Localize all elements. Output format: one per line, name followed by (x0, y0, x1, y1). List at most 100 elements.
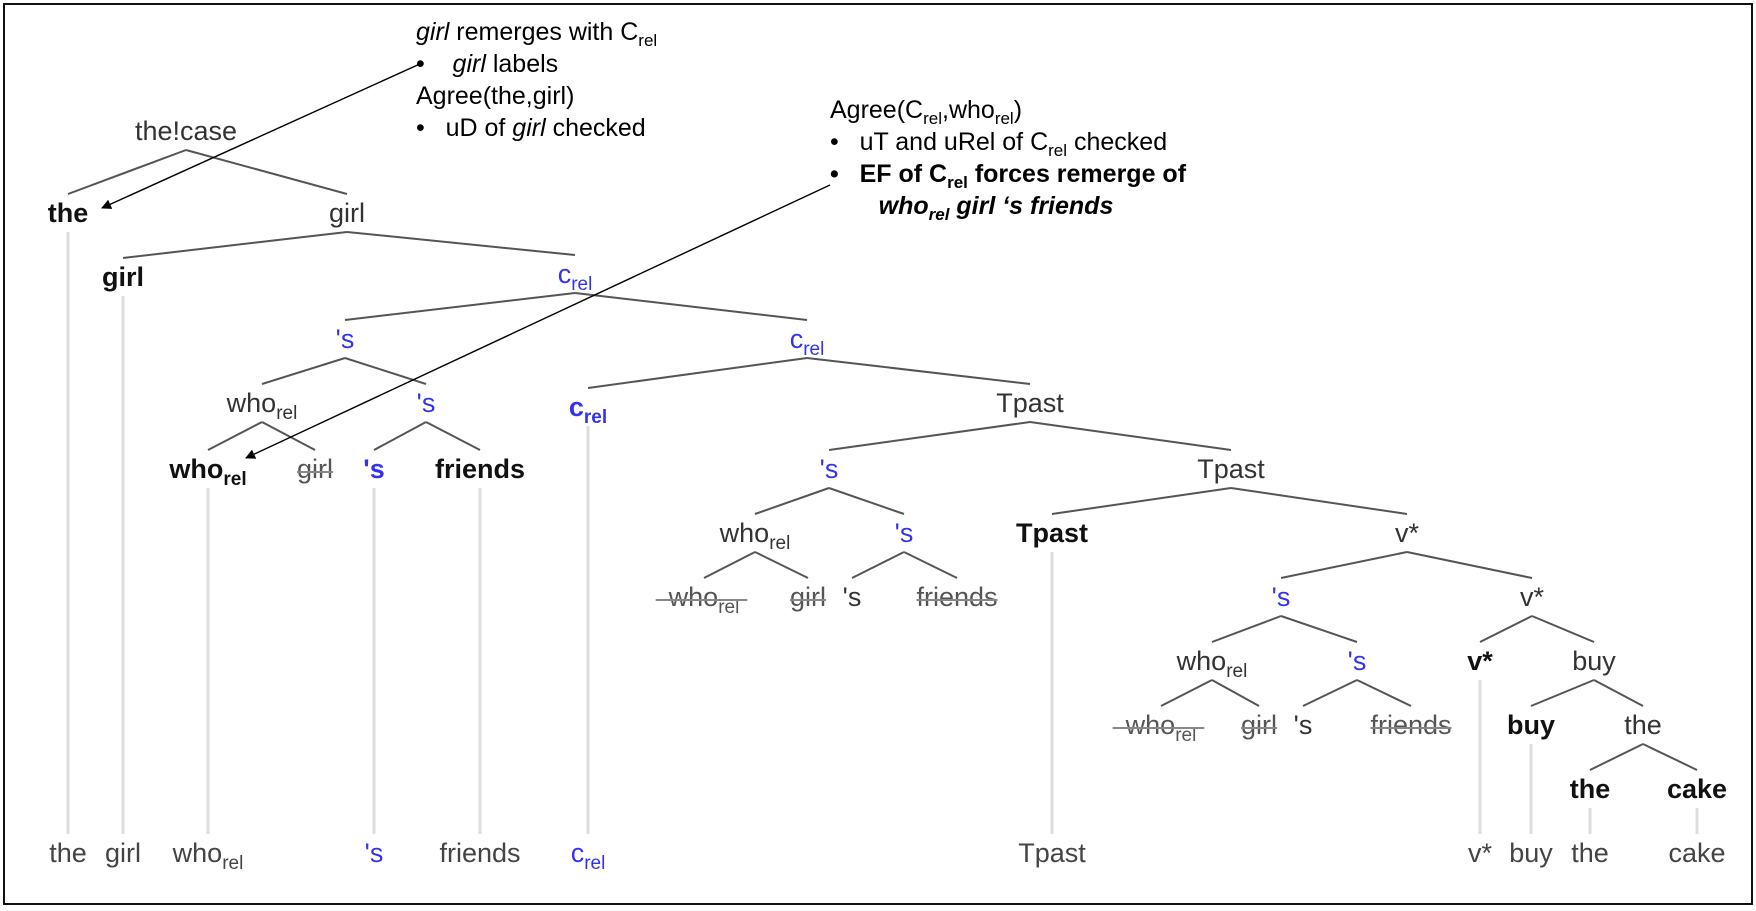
node-who-rel: whorel (668, 582, 740, 618)
annotation-line: whorel girl ‘s friends (830, 192, 1113, 224)
tree-edge (1211, 615, 1282, 643)
arrow-to-who-rel (245, 184, 831, 459)
leaf-friends: friends (439, 838, 520, 868)
projection-lines (66, 232, 1699, 834)
node-v: v* (1520, 582, 1545, 612)
tree-edge (1051, 487, 1232, 515)
tree-edge (261, 421, 316, 451)
tree-edge (806, 357, 1031, 385)
tree-edge (1160, 679, 1213, 707)
tree-edge (851, 551, 905, 579)
node-s: 's (363, 454, 384, 484)
tree-edge (1211, 679, 1260, 707)
tree-edge (67, 149, 187, 195)
node-buy: buy (1507, 710, 1555, 740)
tree-edge (1589, 743, 1644, 771)
tree-edge (1531, 615, 1595, 643)
node-s: 's (820, 454, 839, 484)
node-friends: friends (435, 454, 525, 484)
annotation-line: • EF of Crel forces remerge of (830, 160, 1187, 192)
node-girl: girl (329, 198, 365, 228)
node-cake: cake (1667, 774, 1727, 804)
tree-edge (1302, 679, 1358, 707)
node-s: 's (1348, 646, 1367, 676)
tree-edge (1642, 743, 1698, 771)
node-tpast: Tpast (1197, 454, 1265, 484)
node-girl: girl (297, 454, 333, 484)
tree-edge (828, 487, 905, 515)
node-v: v* (1395, 518, 1420, 548)
node-s: 's (1272, 582, 1291, 612)
tree-edge (207, 421, 263, 451)
annotation-line: • girl labels (416, 50, 558, 78)
node-buy: buy (1572, 646, 1616, 676)
tree-edge (122, 231, 348, 259)
tree-edge (1406, 551, 1533, 579)
node-s: 's (843, 582, 862, 612)
tree-edge (1530, 679, 1595, 707)
annotation-line: girl remerges with Crel (416, 18, 657, 50)
tree-edge (828, 421, 1031, 451)
tree-edge (344, 292, 576, 321)
node-s: 's (336, 324, 355, 354)
tree-edge (587, 357, 808, 389)
tree-edge (1479, 615, 1533, 643)
leaf-who-rel: whorel (172, 838, 244, 874)
node-thecase: the!case (135, 116, 237, 146)
tree-edge (1029, 421, 1232, 451)
annotation-arrows (101, 62, 831, 459)
tree-edge (754, 551, 809, 579)
leaf-s: 's (365, 838, 384, 868)
annotation-line: Agree(Crel,whorel) (830, 96, 1022, 128)
node-c-rel: crel (569, 392, 607, 428)
leaf-the: the (49, 838, 87, 868)
annotation-girl-remerge: girl remerges with Crel• girl labelsAgre… (416, 18, 657, 142)
leaf-tpast: Tpast (1018, 838, 1086, 868)
node-c-rel: crel (558, 259, 593, 295)
node-c-rel: crel (790, 324, 825, 360)
leaf-girl: girl (105, 838, 141, 868)
node-s: 's (895, 518, 914, 548)
tree-edge (754, 487, 830, 515)
node-the: the (1570, 774, 1611, 804)
node-s: 's (1294, 710, 1313, 740)
tree-edge (703, 551, 756, 579)
tree-edge (1593, 679, 1644, 707)
tree-edge (346, 231, 576, 256)
leaf-buy: buy (1509, 838, 1553, 868)
node-girl: girl (102, 262, 144, 292)
node-who-rel: whorel (168, 454, 246, 490)
node-tpast: Tpast (996, 388, 1064, 418)
annotation-line: • uD of girl checked (416, 114, 646, 142)
diagram-frame (3, 3, 1753, 905)
node-s: 's (417, 388, 436, 418)
leaf-the: the (1571, 838, 1609, 868)
annotation-line: • uT and uRel of Crel checked (830, 128, 1167, 160)
node-girl: girl (790, 582, 826, 612)
leaf-v: v* (1468, 838, 1493, 868)
tree-edge (574, 292, 808, 321)
tree-edge (261, 357, 346, 385)
node-who-rel: whorel (1125, 710, 1197, 746)
annotations: girl remerges with Crel• girl labelsAgre… (416, 18, 1187, 224)
tree-edge (373, 421, 427, 451)
node-who-rel: whorel (1176, 646, 1248, 682)
node-tpast: Tpast (1016, 518, 1088, 548)
node-who-rel: whorel (719, 518, 791, 554)
annotation-agree-crel: Agree(Crel,whorel)• uT and uRel of Crel … (830, 96, 1187, 224)
leaf-c-rel: crel (571, 838, 606, 874)
tree-edge (1230, 487, 1408, 515)
node-friends: friends (916, 582, 997, 612)
tree-edge (425, 421, 481, 451)
node-v: v* (1467, 646, 1493, 676)
node-girl: girl (1241, 710, 1277, 740)
leaf-cake: cake (1668, 838, 1725, 868)
node-the: the (48, 198, 89, 228)
node-friends: friends (1370, 710, 1451, 740)
tree-edge (903, 551, 958, 579)
tree-nodes: the!case the girl girl crel 's crel whorel 's cre… (48, 116, 1727, 804)
tree-edge (185, 149, 348, 195)
tree-edge (1280, 615, 1358, 643)
